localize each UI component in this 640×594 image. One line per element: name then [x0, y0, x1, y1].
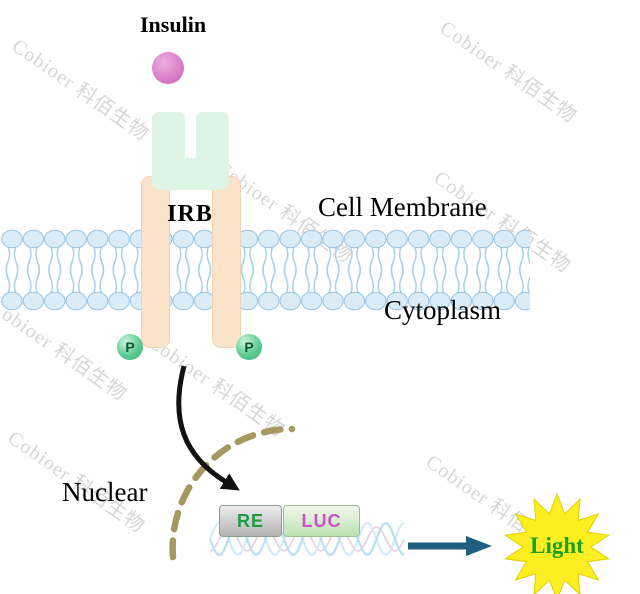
- re-label: RE: [236, 510, 264, 531]
- transcription-arrow: [408, 536, 492, 556]
- luciferase-box: LUC: [283, 505, 360, 537]
- luc-label: LUC: [301, 510, 342, 531]
- watermark: Cobioer 科佰生物: [0, 294, 131, 406]
- watermark: Cobioer 科佰生物: [435, 16, 581, 128]
- cell-membrane-label: Cell Membrane: [318, 192, 487, 222]
- receptor-alpha-bridge: [152, 158, 229, 190]
- phosphate-badge-right: P: [236, 334, 262, 360]
- light-label: Light: [530, 533, 584, 558]
- phosphate-badge-left: P: [117, 334, 143, 360]
- response-element-box: RE: [219, 505, 282, 537]
- insulin-label: Insulin: [140, 12, 207, 37]
- nuclear-label: Nuclear: [62, 477, 148, 507]
- receptor-label: IRB: [167, 201, 213, 227]
- nuclear-envelope-arc: [169, 425, 296, 561]
- insulin-molecule: [152, 52, 184, 84]
- watermark: Cobioer 科佰生物: [7, 34, 153, 146]
- cytoplasm-label: Cytoplasm: [384, 295, 502, 325]
